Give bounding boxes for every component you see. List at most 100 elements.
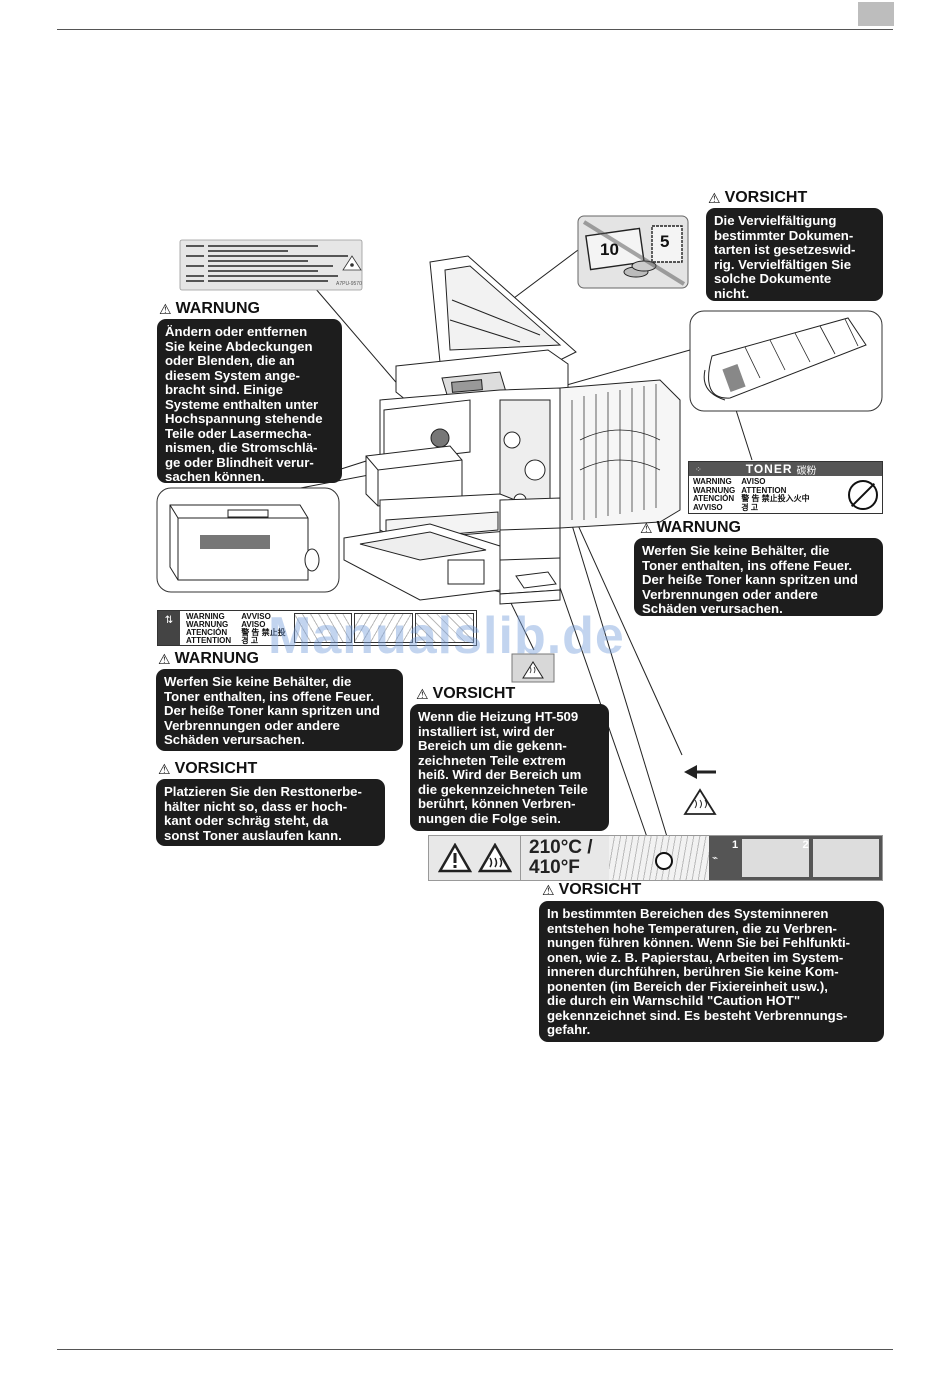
box-line: Wenn die Heizung HT-509 bbox=[418, 710, 601, 725]
fuser-image bbox=[609, 836, 709, 880]
box-line: Die Vervielfältigung bbox=[714, 214, 875, 229]
box-line: die gekennzeichneten Teile bbox=[418, 783, 601, 798]
box-line: Werfen Sie keine Behälter, die bbox=[164, 675, 395, 690]
box-line: nicht. bbox=[714, 287, 875, 302]
warnung-bottom-left-box: Werfen Sie keine Behälter, die Toner ent… bbox=[156, 669, 403, 751]
box-line: zeichneten Teile extrem bbox=[418, 754, 601, 769]
box-line: Toner enthalten, ins offene Feuer. bbox=[164, 690, 395, 705]
no-touch-icon bbox=[655, 852, 673, 870]
box-line: Schäden verursachen. bbox=[642, 602, 875, 617]
box-line: Systeme enthalten unter bbox=[165, 398, 334, 413]
box-line: diesem System ange- bbox=[165, 369, 334, 384]
laser-warning-label bbox=[180, 240, 362, 290]
box-line: Teile oder Lasermecha- bbox=[165, 427, 334, 442]
step-1: 1 bbox=[732, 839, 738, 851]
temp-celsius: 210°C / bbox=[529, 838, 601, 858]
toner-label-left-col: WARNING WARNUNG ATENCIÓN AVVISO bbox=[693, 478, 735, 512]
box-line: Der heiße Toner kann spritzen und bbox=[164, 704, 395, 719]
box-line: die durch ein Warnschild "Caution HOT" bbox=[547, 994, 876, 1009]
box-line: Werfen Sie keine Behälter, die bbox=[642, 544, 875, 559]
warnung-left-box: Ändern oder entfernen Sie keine Abdeckun… bbox=[157, 319, 342, 483]
box-line: entstehen hohe Temperaturen, die zu Verb… bbox=[547, 922, 876, 937]
box-line: Bereich um die gekenn- bbox=[418, 739, 601, 754]
warning-triangle-icon bbox=[438, 843, 472, 873]
box-line: inneren durchführen, berühren Sie keine … bbox=[547, 965, 876, 980]
warning-triangle-icon: ⚠ bbox=[416, 686, 429, 703]
toner-label: ⁘ TONER 碳粉 WARNING WARNUNG ATENCIÓN AVVI… bbox=[688, 461, 883, 514]
warning-triangle-icon: ⚠ bbox=[158, 761, 171, 778]
vorsicht-waste-box: Platzieren Sie den Resttonerbe- hälter n… bbox=[156, 779, 385, 846]
box-line: In bestimmten Bereichen des Systeminnere… bbox=[547, 907, 876, 922]
box-line: berührt, können Verbren- bbox=[418, 797, 601, 812]
box-line: Platzieren Sie den Resttonerbe- bbox=[164, 785, 377, 800]
warnung-right-heading: ⚠ WARNUNG bbox=[640, 519, 741, 537]
box-line: onen, wie z. B. Papierstau, Arbeiten im … bbox=[547, 951, 876, 966]
heading-text: VORSICHT bbox=[433, 685, 516, 703]
box-line: ponenten (im Bereich der Fixiereinheit u… bbox=[547, 980, 876, 995]
box-line: nismen, die Stromschlä- bbox=[165, 441, 334, 456]
hot-surface-icon bbox=[478, 843, 512, 873]
box-line: kant oder schräg steht, da bbox=[164, 814, 377, 829]
box-line: gekennzeichnet sind. Es besteht Verbrenn… bbox=[547, 1009, 876, 1024]
toner-label-item: AVVISO bbox=[693, 504, 735, 513]
box-line: Verbrennungen oder andere bbox=[642, 588, 875, 603]
toner-label-item: 경 고 bbox=[741, 504, 809, 513]
warning-triangle-icon: ⚠ bbox=[640, 520, 653, 537]
toner-label-title: TONER bbox=[746, 462, 793, 476]
warning-triangle-icon: ⚠ bbox=[159, 301, 172, 318]
heading-text: VORSICHT bbox=[725, 189, 808, 207]
box-line: Verbrennungen oder andere bbox=[164, 719, 395, 734]
vorsicht-heater-box: Wenn die Heizung HT-509 installiert ist,… bbox=[410, 704, 609, 831]
heading-text: WARNUNG bbox=[175, 650, 259, 668]
bill-value: 10 bbox=[600, 240, 619, 260]
no-fire-icon bbox=[848, 480, 878, 510]
step-panel: ⌁ 1 2 bbox=[709, 836, 882, 880]
box-line: solche Dokumente bbox=[714, 272, 875, 287]
waste-label-item: ATTENTION bbox=[186, 637, 231, 645]
heading-text: VORSICHT bbox=[559, 881, 642, 899]
stamp-value: 5 bbox=[660, 232, 669, 252]
toner-label-title-cn: 碳粉 bbox=[797, 462, 817, 477]
copy-prohibited-label bbox=[578, 216, 688, 288]
caution-hot-label: 210°C / 410°F ⌁ 1 2 bbox=[428, 835, 883, 881]
box-line: Der heiße Toner kann spritzen und bbox=[642, 573, 875, 588]
warnung-bottom-left-heading: ⚠ WARNUNG bbox=[158, 650, 259, 668]
vorsicht-hot-box: In bestimmten Bereichen des Systeminnere… bbox=[539, 901, 884, 1042]
recycle-icon: ⇅ bbox=[158, 611, 180, 645]
box-line: gefahr. bbox=[547, 1023, 876, 1038]
box-line: ge oder Blindheit verur- bbox=[165, 456, 334, 471]
temp-fahrenheit: 410°F bbox=[529, 858, 601, 878]
box-line: bracht sind. Einige bbox=[165, 383, 334, 398]
vorsicht-top-box: Die Vervielfältigung bestimmter Dokumen-… bbox=[706, 208, 883, 301]
warning-triangle-icon: ⚠ bbox=[542, 882, 555, 899]
waste-toner-callout bbox=[157, 488, 339, 592]
toner-label-right-col: AVISO ATTENTION 警 告 禁止投入火中 경 고 bbox=[741, 478, 809, 512]
warnung-left-heading: ⚠ WARNUNG bbox=[159, 300, 260, 318]
waste-label-col1: WARNING WARNUNG ATENCIÓN ATTENTION bbox=[186, 613, 231, 643]
mfp-machine bbox=[344, 256, 680, 604]
box-line: rig. Vervielfältigen Sie bbox=[714, 258, 875, 273]
warning-triangle-icon: ⚠ bbox=[158, 651, 171, 668]
heading-text: WARNUNG bbox=[176, 300, 260, 318]
vorsicht-heater-heading: ⚠ VORSICHT bbox=[416, 685, 515, 703]
box-line: Toner enthalten, ins offene Feuer. bbox=[642, 559, 875, 574]
heading-text: VORSICHT bbox=[175, 760, 258, 778]
box-line: Sie keine Abdeckungen bbox=[165, 340, 334, 355]
hot-surface-sign bbox=[683, 764, 719, 820]
box-line: nungen führen können. Wenn Sie bei Fehlf… bbox=[547, 936, 876, 951]
box-line: Hochspannung stehende bbox=[165, 412, 334, 427]
heading-text: WARNUNG bbox=[657, 519, 741, 537]
box-line: hälter nicht so, dass er hoch- bbox=[164, 800, 377, 815]
box-line: heiß. Wird der Bereich um bbox=[418, 768, 601, 783]
box-line: bestimmter Dokumen- bbox=[714, 229, 875, 244]
toner-bottle-callout bbox=[690, 311, 882, 411]
warnung-right-box: Werfen Sie keine Behälter, die Toner ent… bbox=[634, 538, 883, 616]
box-line: installiert ist, wird der bbox=[418, 725, 601, 740]
step-2: 2 bbox=[803, 839, 809, 851]
vorsicht-hot-heading: ⚠ VORSICHT bbox=[542, 881, 641, 899]
laser-label-code: A7PU-9570 bbox=[336, 281, 362, 287]
vorsicht-top-heading: ⚠ VORSICHT bbox=[708, 189, 807, 207]
box-line: Schäden verursachen. bbox=[164, 733, 395, 748]
watermark: Manualslib.de bbox=[268, 606, 625, 666]
box-line: oder Blenden, die an bbox=[165, 354, 334, 369]
